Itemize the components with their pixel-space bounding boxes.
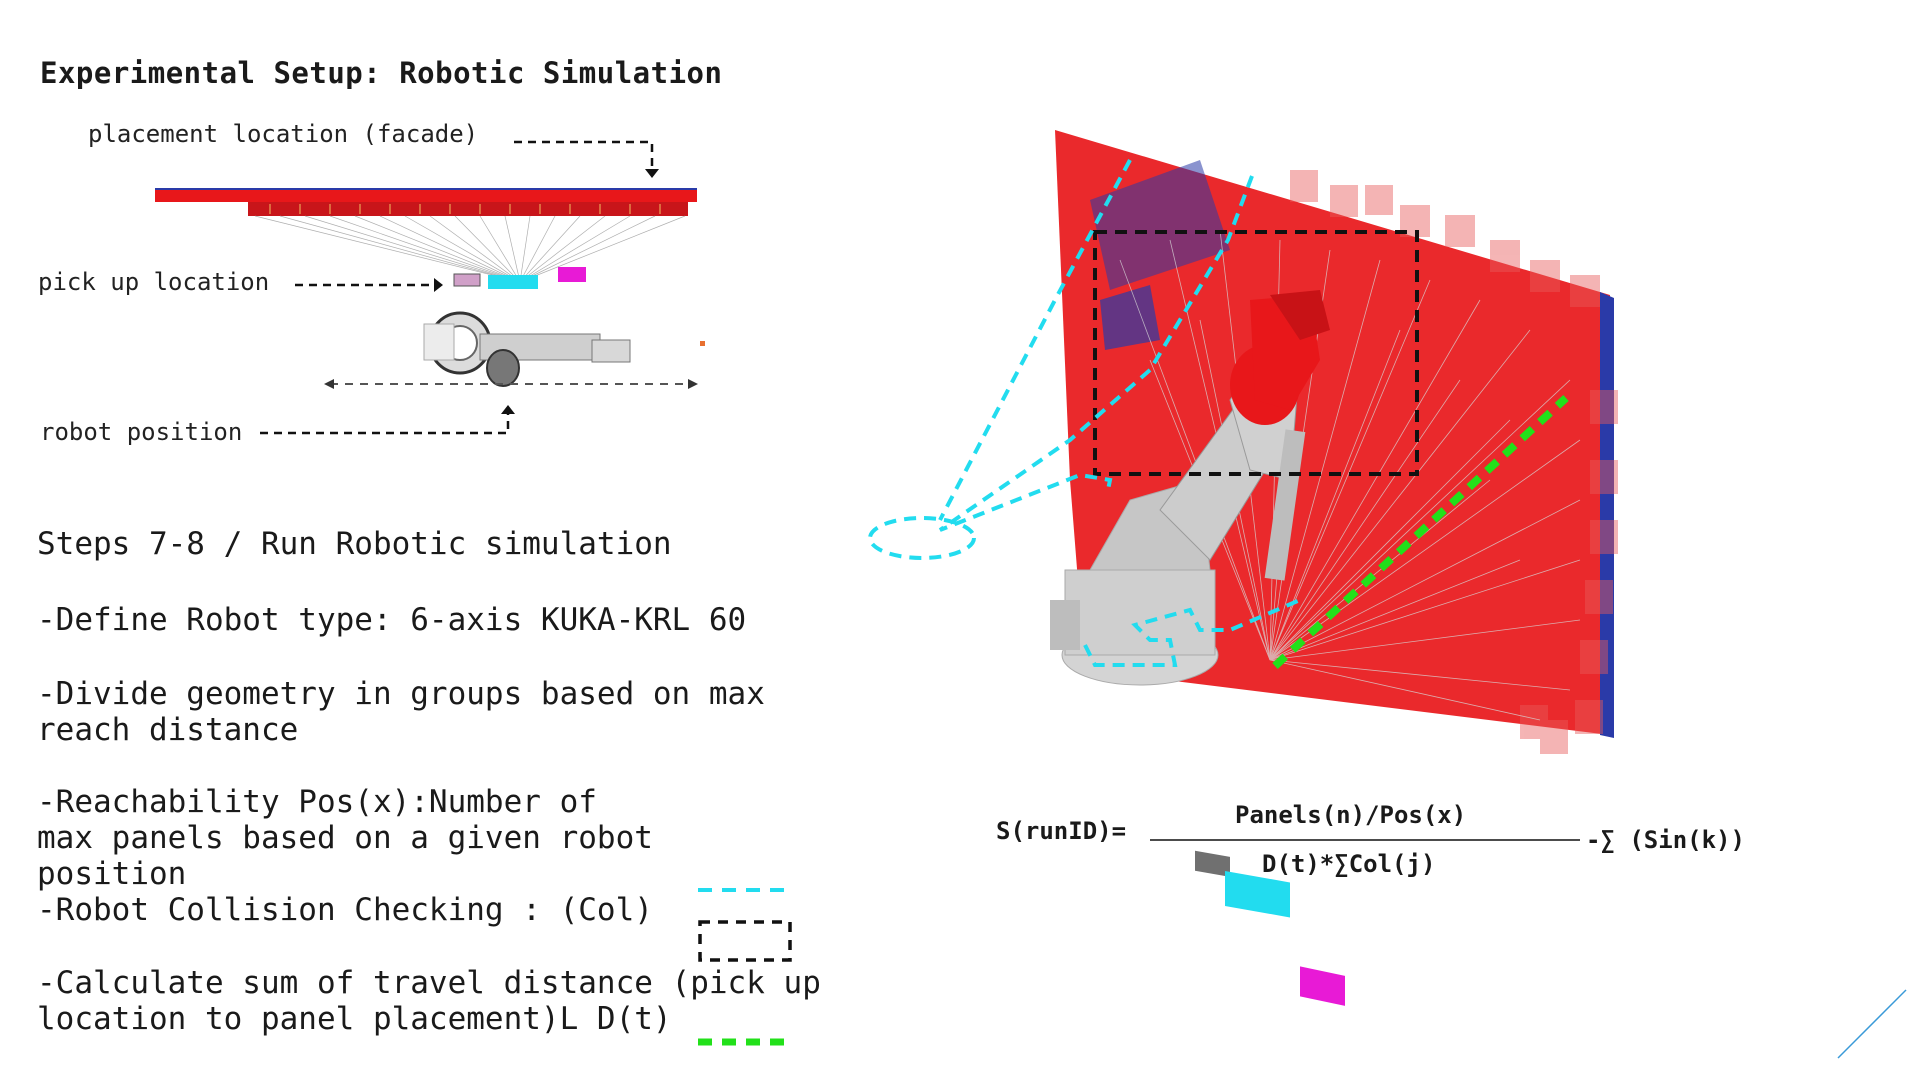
step-collision: -Robot Collision Checking : (Col) [37,892,653,928]
facade-plan-panels [248,202,688,216]
reach-range-arrow-right [688,379,698,389]
trajectory-fan-plan [254,215,686,283]
formula-lhs: S(runID)= [996,817,1127,845]
reachability-path-outer [938,159,1132,521]
pickup-stack-magenta [558,267,586,282]
formula-rhs: -∑ (Sin(k)) [1586,826,1745,854]
page-title: Experimental Setup: Robotic Simulation [40,56,723,90]
step-reach-line3: position [37,856,187,892]
step-reach-line1: -Reachability Pos(x):Number of [37,784,597,820]
travel-distance-path [1272,395,1569,669]
reachability-base-path [1083,598,1301,667]
collision-check-box [1093,230,1419,476]
legend-black-dashed-box [698,920,792,962]
pickup-leader-arrow [434,278,443,292]
formula-denominator: D(t)*∑Col(j) [1262,850,1436,878]
step-travel-line1: -Calculate sum of travel distance (pick … [37,965,821,1001]
step-divide-line1: -Divide geometry in groups based on max [37,676,765,712]
formula-numerator: Panels(n)/Pos(x) [1235,801,1467,829]
step-reach-line2: max panels based on a given robot [37,820,653,856]
pickup-box-magenta [1300,966,1345,1006]
pickup-stack-gray [453,273,481,287]
facade-wall-edge [1600,292,1614,738]
reachability-path [938,175,1254,532]
robot-leader-arrow [501,405,515,414]
pickup-box-gray [1195,850,1230,877]
panel-blue-patch [1090,160,1230,290]
step-divide-line2: reach distance [37,712,299,748]
simulation-3d-view [868,130,1618,1006]
robot-plan-view [423,311,631,387]
facade-plan-ticks [269,204,661,214]
pickup-location-label: pick up location [38,268,270,296]
placement-location-label: placement location (facade) [88,120,479,148]
steps-heading: Steps 7-8 / Run Robotic simulation [37,526,672,562]
pickup-box-cyan [1225,871,1290,918]
reach-range-arrow-left [324,379,334,389]
facade-plan-bar [155,190,697,202]
panel-blue-patch [1100,285,1160,350]
placement-leader-line [514,140,654,170]
kuka-robot-arm [1050,290,1330,686]
step-robot-type: -Define Robot type: 6-axis KUKA-KRL 60 [37,602,747,638]
placement-leader-arrow [645,169,659,178]
reachability-ellipse [868,516,976,560]
step-travel-line2: location to panel placement)L D(t) [37,1001,672,1037]
corner-accent-line [1837,989,1907,1059]
facade-panel-boxes [1290,170,1618,754]
pickup-stack-cyan [488,275,538,289]
marker-small-square [700,341,705,346]
robot-position-label: robot position [40,418,243,446]
robot-leader-line [260,412,510,435]
